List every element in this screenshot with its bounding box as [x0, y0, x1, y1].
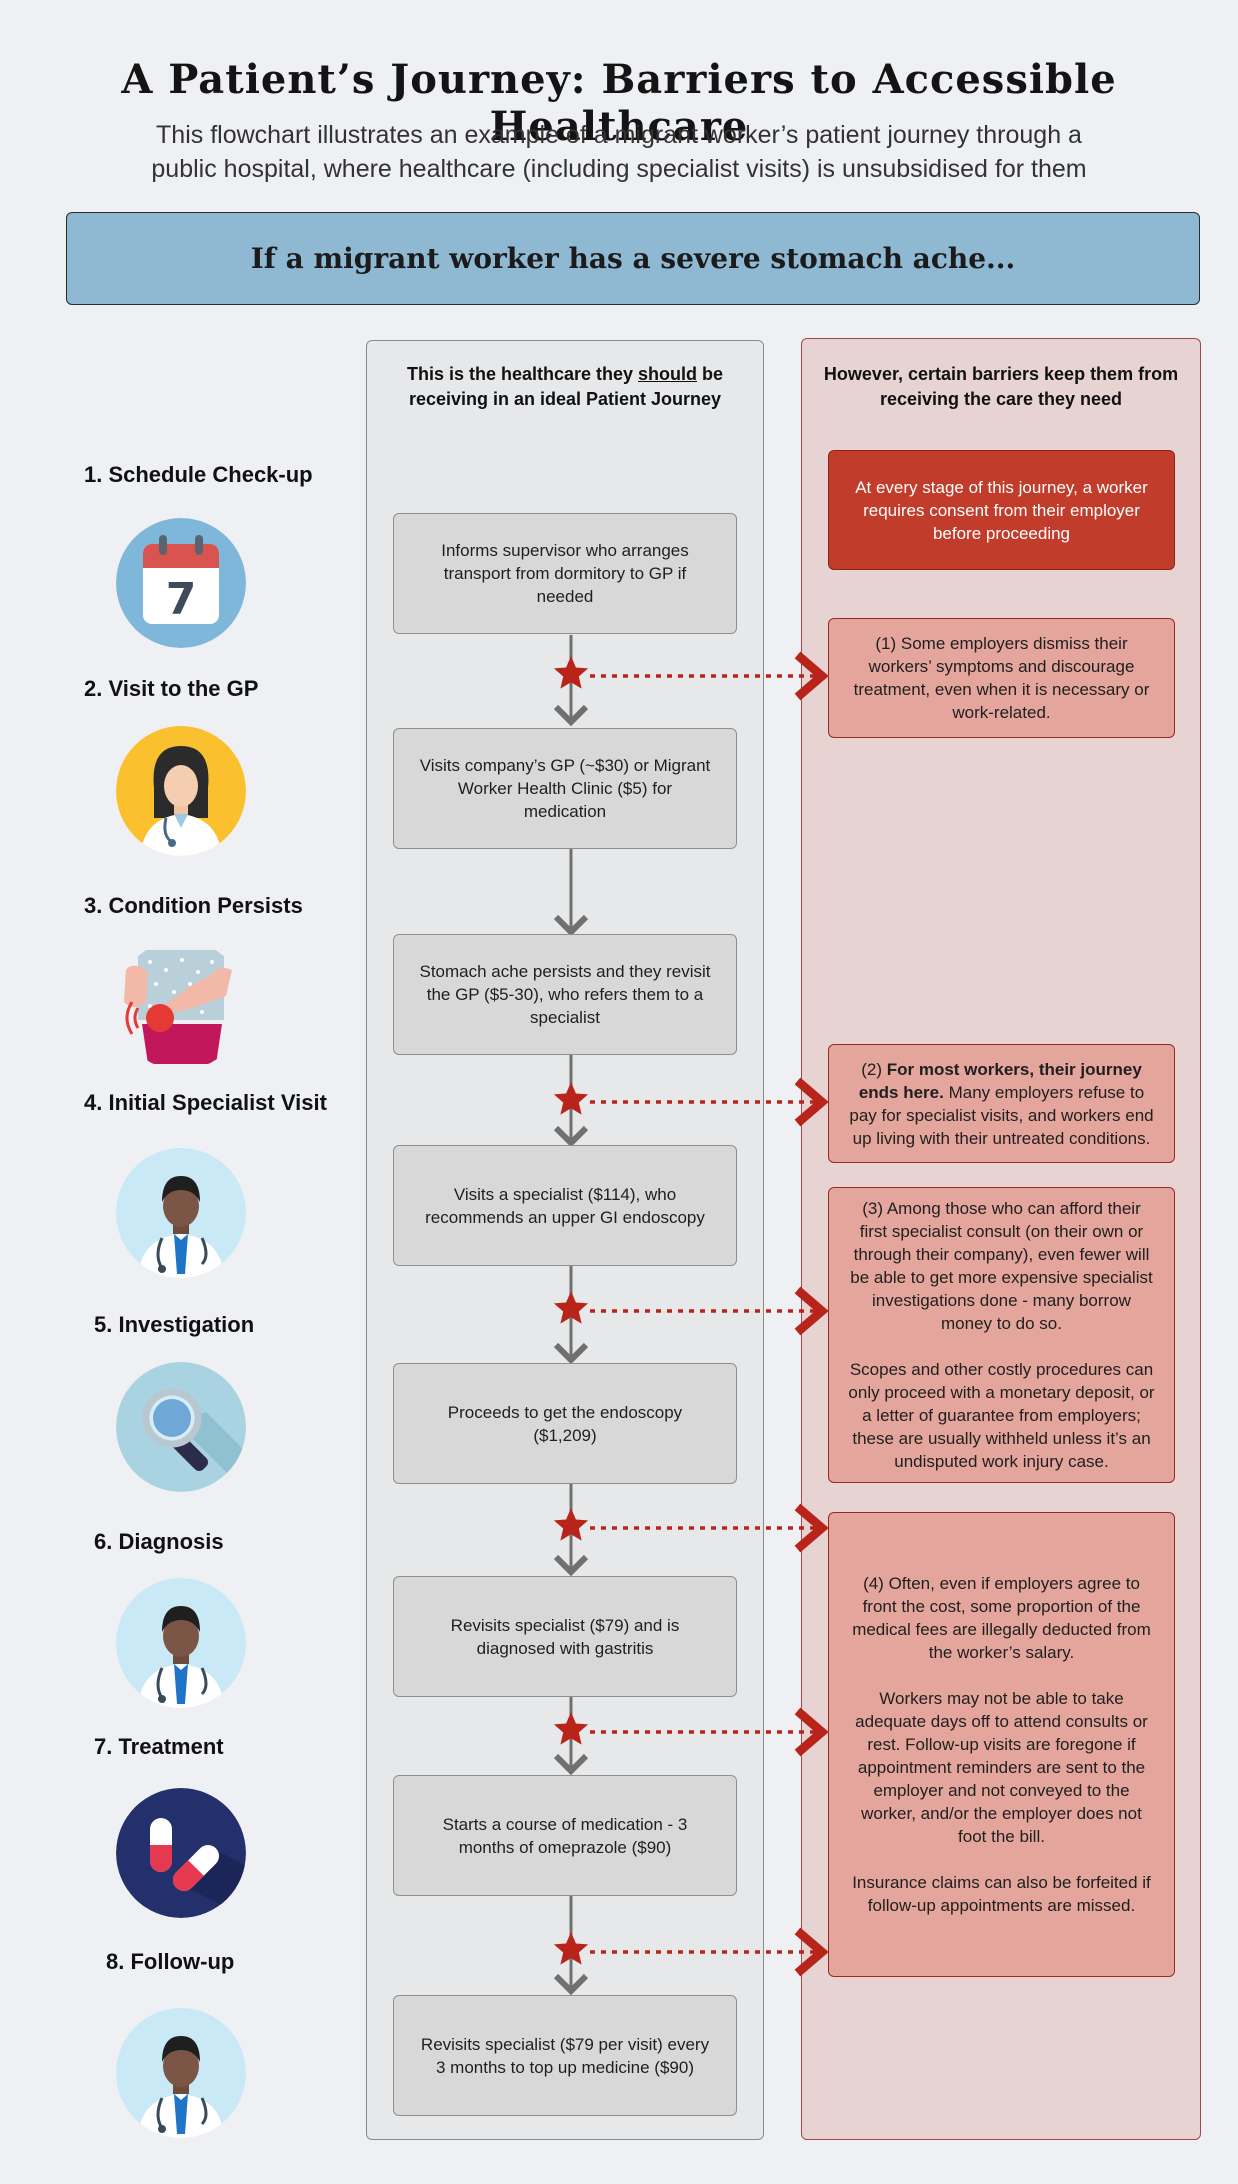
- journey-box-7: Starts a course of medication - 3 months…: [393, 1775, 737, 1896]
- stomach-pain-icon: [116, 940, 246, 1070]
- step-label-2: 2. Visit to the GP: [84, 676, 259, 701]
- barrier-text-4c: Insurance claims can also be forfeited i…: [852, 1873, 1151, 1915]
- barrier-text-4b: Workers may not be able to take adequate…: [855, 1689, 1148, 1846]
- barrier-box-1: (1) Some employers dismiss their workers…: [828, 618, 1175, 738]
- calendar-day: 7: [166, 574, 197, 625]
- ideal-heading-part: This is the healthcare they: [406, 364, 639, 384]
- barrier-text-2: (2) For most workers, their journey ends…: [847, 1058, 1156, 1150]
- step-label-8: 8. Follow-up: [106, 1949, 235, 1974]
- step-label-7: 7. Treatment: [94, 1734, 224, 1759]
- barrier-box-2: (2) For most workers, their journey ends…: [828, 1044, 1175, 1163]
- step-label-3: 3. Condition Persists: [84, 893, 303, 918]
- barrier-box-4: (4) Often, even if employers agree to fr…: [828, 1512, 1175, 1977]
- pills-icon: [116, 1788, 246, 1918]
- journey-box-5: Proceeds to get the endoscopy ($1,209): [393, 1363, 737, 1484]
- magnifier-icon: [116, 1362, 246, 1492]
- barrier-text-3b: Scopes and other costly procedures can o…: [848, 1360, 1155, 1471]
- journey-box-2: Visits company’s GP (~$30) or Migrant Wo…: [393, 728, 737, 849]
- barrier-2-emphasis: For most workers, their journey ends her…: [858, 1059, 1142, 1102]
- barrier-text-4a: (4) Often, even if employers agree to fr…: [852, 1574, 1151, 1662]
- barrier-box-3: (3) Among those who can afford their fir…: [828, 1187, 1175, 1483]
- journey-box-4: Visits a specialist ($114), who recommen…: [393, 1145, 737, 1266]
- step-label-1: 1. Schedule Check-up: [84, 462, 313, 487]
- journey-box-6: Revisits specialist ($79) and is diagnos…: [393, 1576, 737, 1697]
- employer-consent-text: At every stage of this journey, a worker…: [855, 477, 1148, 543]
- scenario-banner: If a migrant worker has a severe stomach…: [66, 212, 1200, 305]
- doctor-man-icon: [116, 1148, 246, 1278]
- calendar-icon: 7: [116, 518, 246, 648]
- journey-box-1: Informs supervisor who arranges transpor…: [393, 513, 737, 634]
- page-title: A Patient’s Journey: Barriers to Accessi…: [121, 56, 1117, 150]
- step-label-5: 5. Investigation: [94, 1312, 255, 1337]
- journey-box-3: Stomach ache persists and they revisit t…: [393, 934, 737, 1055]
- employer-consent-box: At every stage of this journey, a worker…: [828, 450, 1175, 570]
- ideal-heading-emphasis: should: [638, 364, 698, 384]
- barrier-2-prefix: (2): [861, 1059, 887, 1079]
- barrier-text-3a: (3) Among those who can afford their fir…: [850, 1199, 1153, 1333]
- doctor-man-icon: [116, 2008, 246, 2138]
- step-label-4: 4. Initial Specialist Visit: [84, 1090, 327, 1115]
- journey-box-8: Revisits specialist ($79 per visit) ever…: [393, 1995, 737, 2116]
- step-label-6: 6. Diagnosis: [94, 1529, 224, 1554]
- barrier-column-heading: However, certain barriers keep them from…: [823, 364, 1179, 409]
- barrier-2-rest: Many employers refuse to pay for special…: [849, 1082, 1154, 1148]
- ideal-heading-part: be receiving in an ideal Patient Journey: [408, 364, 724, 409]
- page-subtitle: This flowchart illustrates an example of…: [151, 121, 1087, 183]
- doctor-woman-icon: [116, 726, 246, 856]
- ideal-column-heading: This is the healthcare they should be re…: [386, 362, 744, 412]
- doctor-man-icon: [116, 1578, 246, 1708]
- barrier-text-1: (1) Some employers dismiss their workers…: [853, 634, 1150, 722]
- scenario-banner-text: If a migrant worker has a severe stomach…: [250, 242, 1016, 275]
